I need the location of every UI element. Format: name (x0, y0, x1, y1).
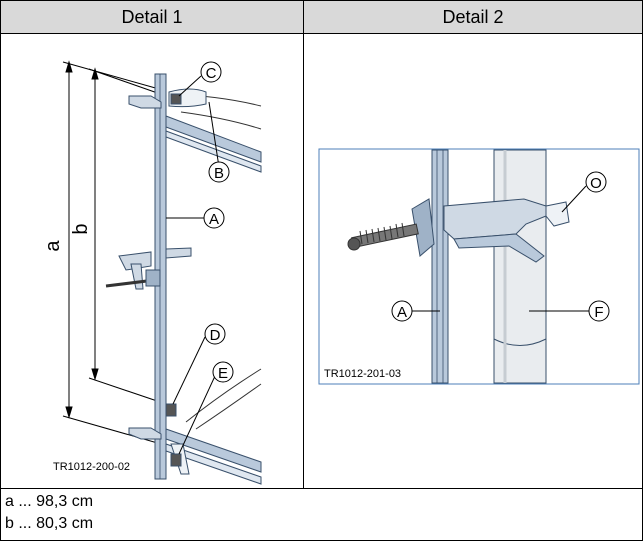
vertical-post-detail (431, 149, 449, 384)
svg-text:A: A (209, 211, 219, 228)
note-a: a ... 98,3 cm (5, 493, 94, 510)
svg-text:O: O (590, 175, 602, 192)
callout-f: F (588, 300, 610, 322)
svg-text:C: C (206, 65, 217, 82)
clamp-assembly (411, 198, 570, 263)
note-b: b ... 80,3 cm (5, 515, 94, 532)
callout-leaders (166, 75, 220, 455)
upper-rails (165, 93, 262, 173)
dimension-b (88, 67, 167, 405)
header-detail-1: Detail 1 (1, 1, 304, 34)
top-hook (128, 88, 207, 109)
dimension-notes: a ... 98,3 cm b ... 80,3 cm (5, 491, 93, 535)
callout-leaders-detail-2 (412, 185, 589, 312)
detail-1-drawing: a b (1, 34, 303, 488)
callout-e: E (212, 361, 234, 383)
lower-hook (128, 403, 190, 475)
svg-text:D: D (210, 327, 221, 344)
detail-2-frame (318, 148, 640, 385)
detail-2-drawing: O A F TR1012-201-03 (304, 34, 642, 488)
callout-b: B (208, 161, 230, 183)
threaded-bolt (347, 222, 419, 251)
callout-d: D (204, 323, 226, 345)
detail-1-ref-code: TR1012-200-02 (53, 461, 130, 473)
detail-2-illustration: O A F TR1012-201-03 (318, 148, 640, 385)
callout-a-detail-2: A (391, 300, 413, 322)
svg-text:B: B (214, 165, 224, 182)
dimension-label-b: b (70, 223, 92, 234)
dimension-label-a: a (42, 240, 64, 252)
callout-a: A (203, 207, 225, 229)
row-divider (1, 488, 642, 489)
header-detail-2: Detail 2 (304, 1, 642, 34)
detail-2-ref-code: TR1012-201-03 (324, 368, 401, 380)
callout-o: O (585, 171, 607, 193)
callout-c: C (200, 61, 222, 83)
detail-1-illustration: a b (42, 60, 262, 485)
svg-text:F: F (594, 304, 603, 321)
svg-text:E: E (218, 365, 228, 382)
middle-clamp (105, 247, 192, 290)
svg-text:A: A (397, 304, 407, 321)
pipe (493, 149, 547, 384)
column-divider (303, 1, 304, 489)
